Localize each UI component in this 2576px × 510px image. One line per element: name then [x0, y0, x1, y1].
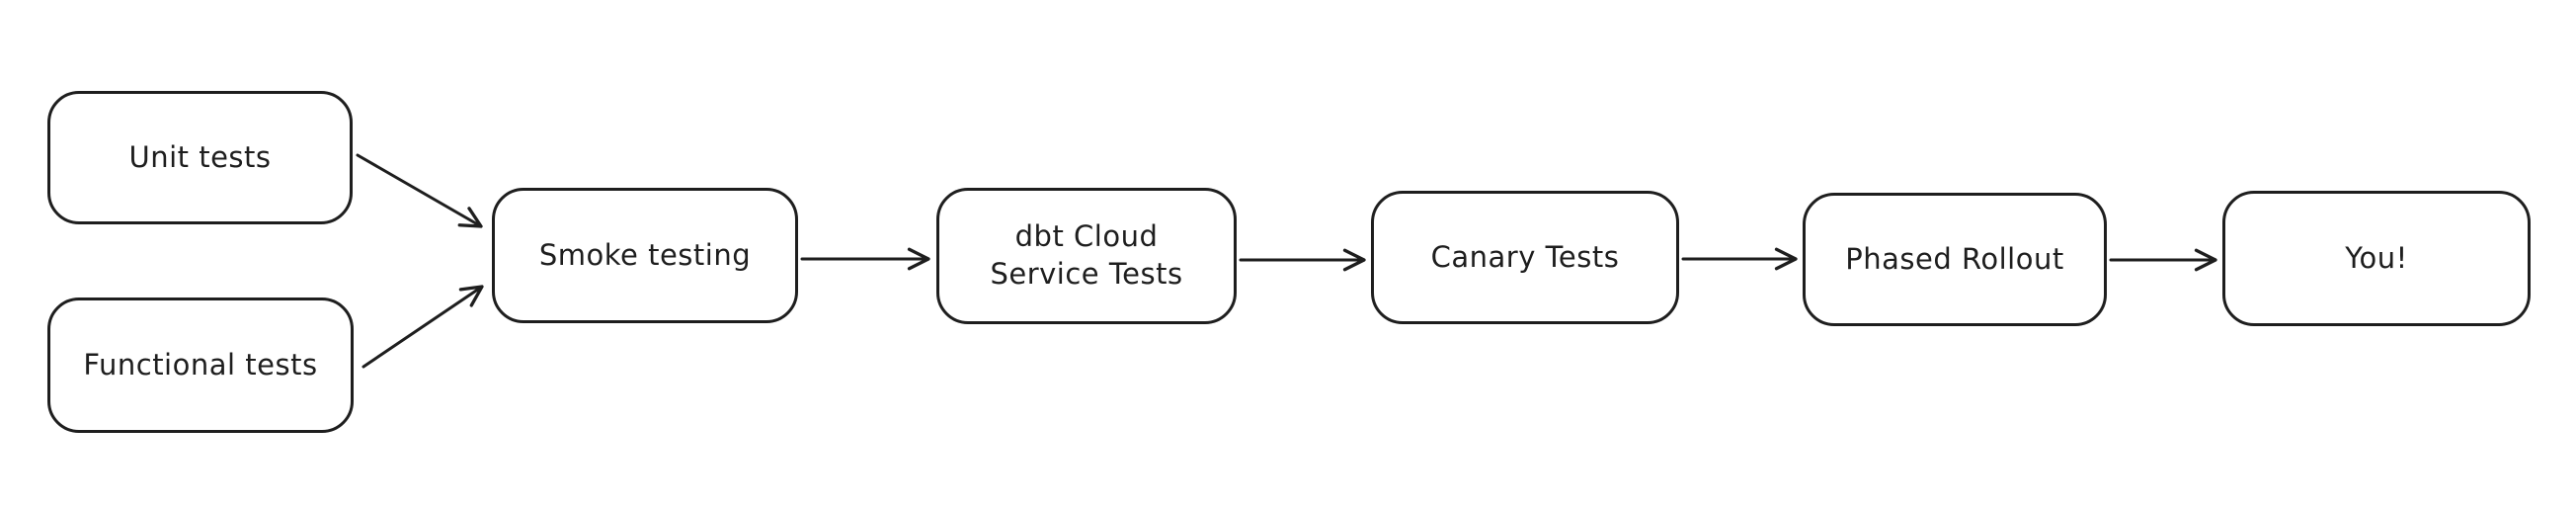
node-dbt-cloud-service-tests-label: dbt Cloud Service Tests — [990, 219, 1183, 291]
node-canary-tests-label: Canary Tests — [1430, 239, 1620, 274]
node-phased-rollout-label: Phased Rollout — [1845, 241, 2064, 276]
node-unit-tests: Unit tests — [47, 91, 353, 224]
node-functional-tests-label: Functional tests — [83, 347, 318, 382]
arrow-unit-tests-to-smoke-testing — [356, 153, 483, 228]
node-phased-rollout: Phased Rollout — [1803, 193, 2107, 326]
arrow-functional-tests-to-smoke-testing — [362, 285, 484, 369]
node-functional-tests: Functional tests — [47, 298, 354, 433]
node-smoke-testing: Smoke testing — [492, 188, 798, 323]
node-you-label: You! — [2345, 240, 2408, 275]
node-you: You! — [2222, 191, 2531, 326]
node-unit-tests-label: Unit tests — [128, 139, 272, 174]
node-dbt-cloud-service-tests: dbt Cloud Service Tests — [936, 188, 1237, 324]
node-smoke-testing-label: Smoke testing — [538, 237, 752, 272]
node-canary-tests: Canary Tests — [1371, 191, 1679, 324]
